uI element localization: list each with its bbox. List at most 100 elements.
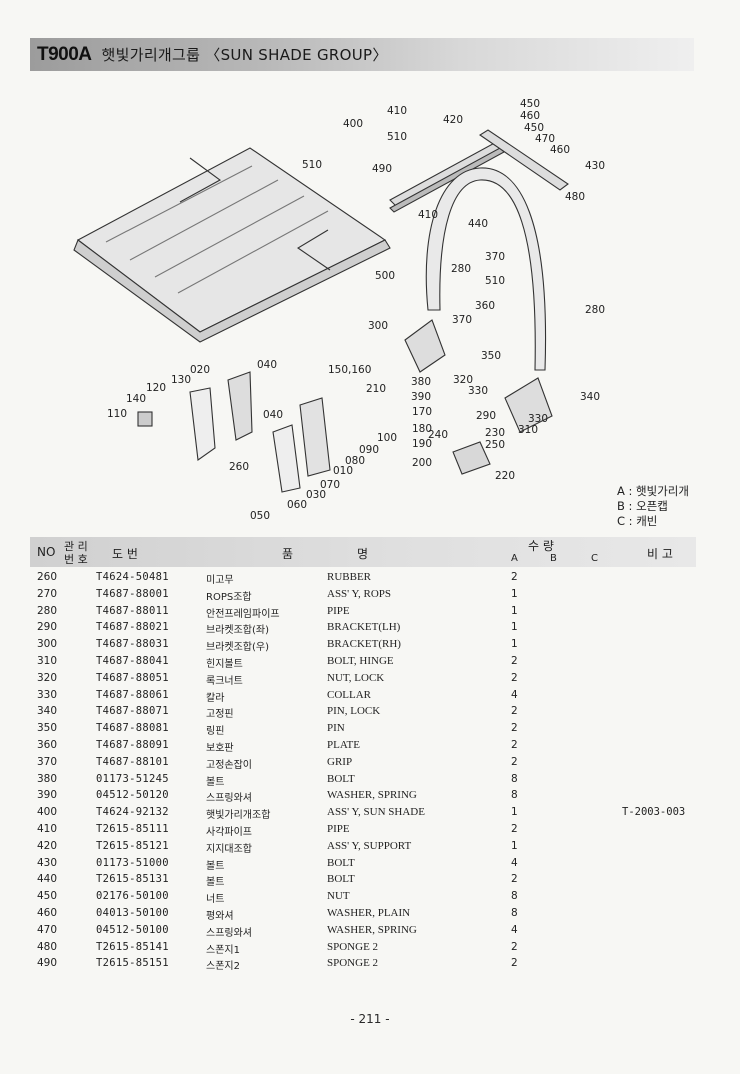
callout: 220 <box>495 470 516 482</box>
quantity-a: 2 <box>511 738 518 751</box>
part-name-en: PIPE <box>327 822 350 835</box>
callout: 070 <box>320 479 341 491</box>
quantity-a: 8 <box>511 890 518 903</box>
row-no: 450 <box>37 890 58 903</box>
part-name-kr: 스폰지1 <box>206 944 240 956</box>
callout: 480 <box>565 191 586 203</box>
row-no: 400 <box>37 806 58 819</box>
row-no: 320 <box>37 671 58 684</box>
part-name-en: PIN <box>327 722 345 735</box>
callout: 460 <box>520 110 541 122</box>
row-no: 470 <box>37 923 58 936</box>
header-mgmt-top: 관 리 <box>64 540 88 553</box>
group-title: 햇빛가리개그룹 〈SUN SHADE GROUP〉 <box>101 46 388 64</box>
part-name-kr: 볼트 <box>206 877 225 889</box>
callout: 400 <box>343 118 364 130</box>
callout: 320 <box>453 374 474 386</box>
callout: 350 <box>481 350 502 362</box>
part-name-kr: 칼라 <box>206 692 225 704</box>
part-name-kr: 너트 <box>206 894 225 906</box>
callout: 090 <box>359 444 380 456</box>
part-name-kr: 링핀 <box>206 726 225 738</box>
callout: 450 <box>524 122 545 134</box>
part-code: T2615-85151 <box>96 957 169 970</box>
part-name-kr: 평와셔 <box>206 910 234 922</box>
part-name-en: PIPE <box>327 604 350 617</box>
quantity-a: 8 <box>511 772 518 785</box>
part-code: T4687-88061 <box>96 688 169 701</box>
row-no: 480 <box>37 940 58 953</box>
canopy-panel <box>76 147 387 333</box>
callout: 040 <box>257 359 278 371</box>
callout: 050 <box>250 510 271 522</box>
part-name-en: NUT <box>327 890 350 903</box>
callout: 390 <box>411 391 432 403</box>
row-no: 370 <box>37 755 58 768</box>
part-name-kr: 힌지볼트 <box>206 658 243 670</box>
part-name-kr: 볼트 <box>206 860 225 872</box>
side-plate-a <box>189 387 216 461</box>
callout: 470 <box>535 133 556 145</box>
part-code: T4687-88081 <box>96 722 169 735</box>
part-code: 04013-50100 <box>96 906 169 919</box>
callout: 100 <box>377 432 398 444</box>
row-no: 350 <box>37 722 58 735</box>
section-title-bar: T900A 햇빛가리개그룹 〈SUN SHADE GROUP〉 <box>30 38 694 71</box>
row-no: 330 <box>37 688 58 701</box>
quantity-a: 4 <box>511 688 518 701</box>
remarks: T-2003-003 <box>622 806 686 819</box>
callout: 370 <box>452 314 473 326</box>
table-row: 350 T4687-88081 링핀 PIN 2 <box>30 720 696 737</box>
row-no: 410 <box>37 822 58 835</box>
part-name-en: BRACKET(LH) <box>327 621 401 634</box>
callout: 410 <box>418 209 439 221</box>
part-name-kr: 고정손잡이 <box>206 759 252 771</box>
callout: 370 <box>485 251 506 263</box>
callout: 290 <box>476 410 497 422</box>
callout: 080 <box>345 455 366 467</box>
row-no: 420 <box>37 839 58 852</box>
callout: 460 <box>550 144 571 156</box>
callout: 340 <box>580 391 601 403</box>
row-no: 380 <box>37 772 58 785</box>
part-code: T4624-92132 <box>96 806 169 819</box>
part-name-en: BOLT <box>327 772 355 785</box>
quantity-a: 2 <box>511 957 518 970</box>
callout: 280 <box>451 263 472 275</box>
quantity-a: 2 <box>511 722 518 735</box>
callout: 230 <box>485 427 506 439</box>
part-code: T4687-88101 <box>96 755 169 768</box>
callout: 170 <box>412 406 433 418</box>
quantity-a: 1 <box>511 621 518 634</box>
header-code: 도 번 <box>112 547 138 561</box>
callout: 140 <box>126 393 147 405</box>
part-code: 04512-50120 <box>96 789 169 802</box>
rops-frame <box>425 167 547 371</box>
part-name-en: NUT, LOCK <box>327 671 385 684</box>
row-no: 270 <box>37 587 58 600</box>
part-name-en: BOLT <box>327 856 355 869</box>
row-no: 460 <box>37 906 58 919</box>
side-plate-b <box>272 424 301 493</box>
part-code: T4687-88091 <box>96 738 169 751</box>
header-qty-a: A <box>511 553 518 564</box>
quantity-a: 2 <box>511 873 518 886</box>
part-name-en: WASHER, SPRING <box>327 923 417 936</box>
quantity-a: 4 <box>511 923 518 936</box>
part-name-kr: 록크너트 <box>206 675 243 687</box>
part-name-en: SPONGE 2 <box>327 940 379 953</box>
